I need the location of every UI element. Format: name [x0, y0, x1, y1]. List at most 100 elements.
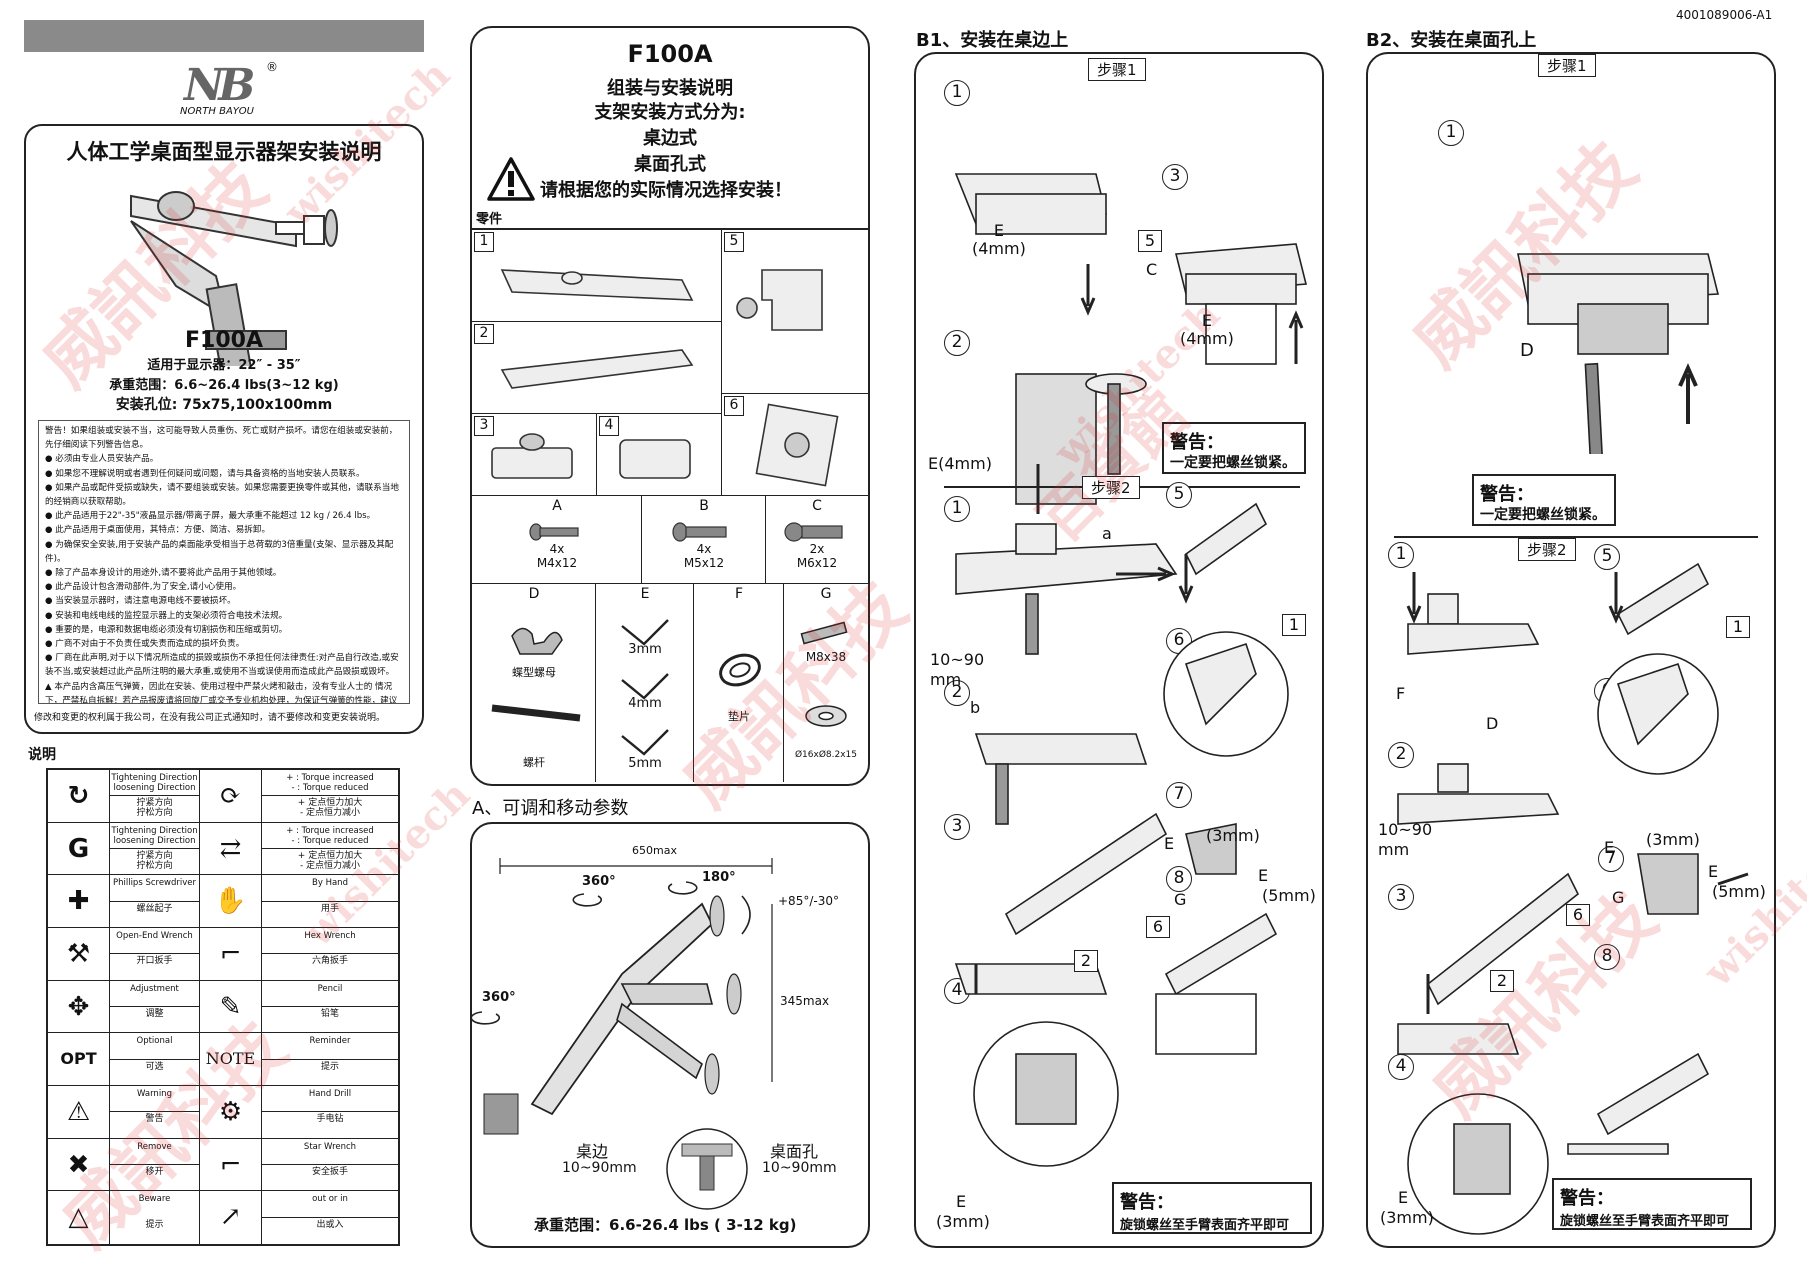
- b1-label-e3: E: [1164, 834, 1175, 853]
- part-num: 3: [474, 416, 494, 436]
- legend-en: Phillips Screwdriver: [110, 875, 200, 902]
- screw-letter: A: [552, 498, 562, 514]
- parts-drawings: [491, 269, 839, 487]
- screw-letter: B: [699, 498, 709, 514]
- tool-cell-f: [694, 584, 784, 782]
- tool-letter: D: [528, 586, 540, 602]
- legend-en: out or in: [262, 1191, 398, 1218]
- intro-line1: 组装与安装说明: [607, 78, 733, 99]
- step-num-1: 1: [944, 80, 970, 106]
- b1-label-b: b: [970, 698, 981, 717]
- part-ref-6: 6: [1566, 904, 1590, 926]
- brand-name: NORTH BAYOU: [180, 106, 254, 117]
- part-ref-1: 1: [1282, 614, 1306, 636]
- legend-en: Warning: [110, 1086, 200, 1113]
- b2-step2-tab: 步骤2: [1518, 538, 1576, 561]
- step-num-1: 1: [1438, 120, 1464, 146]
- cover-spec-size: 适用于显示器：22″ - 35″: [147, 358, 301, 373]
- b1-warning-2: 警告： 旋锁螺丝至手臂表面齐平即可: [1112, 1182, 1312, 1234]
- b1-warning-2-text: 旋锁螺丝至手臂表面齐平即可: [1120, 1218, 1290, 1233]
- b2-panel: 步骤1 1 D 警告： 一定要把螺丝锁紧。 步骤2 1 5 6 2 7 3 8 …: [1366, 52, 1776, 1248]
- screw-qty: 2x: [809, 542, 825, 556]
- parts-grid: 1 2 3 4 5 6 A 4x M4x12 B 4x M5x12 C 2x M…: [472, 228, 868, 784]
- step-num-2: 2: [944, 330, 970, 356]
- tool-letter: F: [734, 586, 744, 602]
- b1-warning-1-title: 警告：: [1170, 432, 1224, 453]
- part-ref-5: 5: [1138, 230, 1162, 252]
- brand-reg: ®: [266, 60, 278, 74]
- tighten2-icon: G: [48, 822, 110, 876]
- legend-cn: 调整: [110, 1007, 200, 1034]
- adjust-tilt-top: 180°: [702, 870, 736, 885]
- b1-label-a: a: [1102, 524, 1112, 543]
- starwrench-icon: ⌐: [200, 1138, 262, 1192]
- b1-warning-2-title: 警告：: [1120, 1192, 1174, 1213]
- b1-label-e5: E: [1258, 866, 1269, 885]
- legend-cn: 开口扳手: [110, 954, 200, 981]
- legend-cn: 手电钻: [262, 1112, 398, 1139]
- step-num-3: 3: [944, 814, 970, 840]
- b1-label-e5mm: (5mm): [1262, 886, 1316, 905]
- b1-label-e3mm: (3mm): [1206, 826, 1260, 845]
- b1-warning-1: 警告： 一定要把螺丝锁紧。: [1162, 422, 1306, 474]
- b2-warning-2-title: 警告：: [1560, 1188, 1614, 1209]
- warning-item: ● 厂商在此声明,对于以下情况所造成的损毁或损伤不承担任何法律责任:对产品自行改…: [45, 653, 399, 678]
- legend-cn: 移开: [110, 1165, 200, 1192]
- brand-logo-mark: NB: [184, 60, 255, 111]
- cover-title: 人体工学桌面型显示器架安装说明: [66, 140, 382, 164]
- tool-letter: G: [820, 586, 832, 602]
- warning-item: ● 安装和电线电线的监控显示器上的支架必须符合电技术法规。: [45, 610, 288, 621]
- legend-en: Hex Wrench: [262, 928, 398, 955]
- pencil-icon: ✎: [200, 980, 262, 1034]
- tool-cell-d: [472, 584, 596, 782]
- legend-en: Optional: [110, 1033, 200, 1060]
- part-num: 4: [599, 416, 619, 436]
- hole-label: 桌面孔: [770, 1142, 819, 1161]
- b2-label-e3bmm: (3mm): [1380, 1208, 1434, 1227]
- legend-en: + : Torque increased - : Torque reduced: [262, 823, 398, 849]
- NOTE-icon: NOTE: [200, 1033, 262, 1086]
- screw-letter: C: [812, 498, 822, 514]
- legend-cn: 六角扳手: [262, 954, 398, 981]
- b2-label-e3b: E: [1398, 1188, 1409, 1207]
- screw-size: M5x12: [683, 556, 725, 570]
- b1-heading: B1、安装在桌边上: [916, 30, 1069, 51]
- warning-item: ● 广商不对由于不负责任或失责而造成的损坏负责。: [45, 639, 245, 650]
- part-num: 2: [474, 324, 494, 344]
- adjust-tilt: +85°/-30°: [778, 894, 839, 908]
- b1-step2-tab: 步骤2: [1082, 476, 1140, 499]
- legend-cn: 提示: [110, 1217, 200, 1244]
- part-ref-2: 2: [1074, 950, 1098, 972]
- part-num: 1: [474, 232, 494, 252]
- legend-en: Hand Drill: [262, 1086, 398, 1113]
- step-num-1: 1: [944, 496, 970, 522]
- legend-cn: 拧紧方向 拧松方向: [110, 849, 200, 876]
- b2-heading: B2、安装在桌面孔上: [1366, 30, 1537, 51]
- brand-logo: NB ® NORTH BAYOU: [180, 60, 290, 120]
- warning-item: ▲ 本产品内含高压气弹簧，因此在安装、使用过程中严禁火烤和敲击，没有专业人士的 …: [45, 681, 398, 704]
- legend-en: Reminder: [262, 1033, 398, 1060]
- inout-icon: ↗: [200, 1191, 262, 1244]
- intro-panel: F100A 组装与安装说明 支架安装方式分为: 桌边式 桌面孔式 请根据您的实际…: [470, 26, 870, 786]
- legend-en: Tightening Direction loosening Direction: [110, 822, 200, 849]
- b2-warning-2: 警告： 旋锁螺丝至手臂表面齐平即可: [1552, 1178, 1752, 1230]
- b2-step1-drawings: [1517, 253, 1720, 454]
- drill-icon: ⚙: [200, 1086, 262, 1139]
- legend-cn: 用手: [262, 902, 398, 928]
- legend-en: By Hand: [262, 875, 398, 902]
- screw-qty: 4x: [549, 542, 565, 556]
- tool-cell-e: [596, 584, 694, 782]
- intro-line3: 桌边式: [643, 128, 697, 149]
- step-num-5: 5: [1166, 482, 1192, 508]
- warning-item: ● 如果您不理解说明或者遇到任何疑问或问题，请与具备资格的当地安装人员联系。: [45, 468, 365, 479]
- b1-panel: 步骤1 1 3 2 E (4mm) 5 C E (4mm) E(4mm) 警告：…: [914, 52, 1324, 1248]
- screw-icons: [529, 522, 843, 542]
- part-cell-4: [597, 414, 722, 496]
- warning-item: ● 为确保安全安装,用于安装产品的桌面能承受相当于总荷载的3倍重量(支架、显示器…: [45, 539, 394, 564]
- step-num-5: 5: [1594, 544, 1620, 570]
- b2-label-f: F: [1396, 684, 1406, 703]
- step-num-3: 3: [1388, 884, 1414, 910]
- adjust-icon: ✥: [48, 980, 110, 1034]
- warning-item: 警告！如果组装或安装不当，这可能导致人员重伤、死亡或财产损坏。请您在组装或安装前…: [45, 426, 398, 451]
- b1-step1-tab: 步骤1: [1088, 58, 1146, 81]
